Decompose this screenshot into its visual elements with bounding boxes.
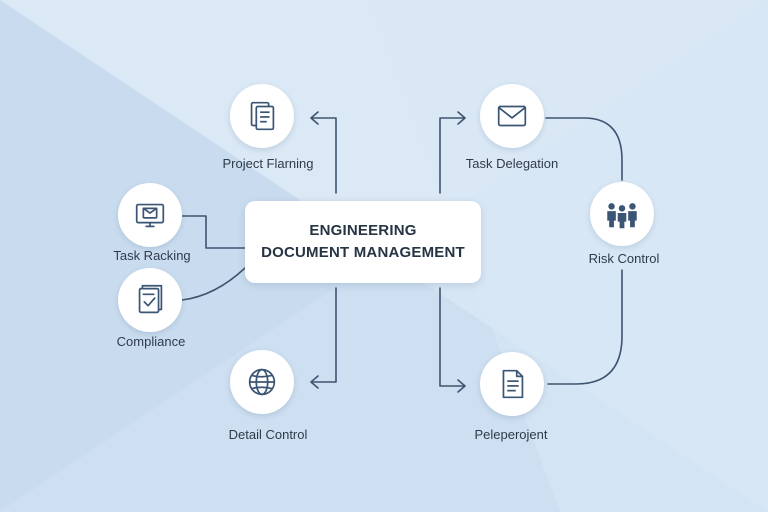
center-title-line1: ENGINEERING <box>309 222 417 239</box>
globe-icon <box>248 368 276 396</box>
document-icon <box>502 369 524 399</box>
node-peleperojent[interactable] <box>480 352 544 416</box>
people-group-icon <box>607 203 637 229</box>
monitor-mail-icon <box>135 203 165 228</box>
envelope-icon <box>497 105 527 127</box>
checklist-icon <box>138 284 163 314</box>
document-list-icon <box>250 101 275 131</box>
node-compliance[interactable] <box>118 268 182 332</box>
connector-detail-control <box>311 287 337 383</box>
label-project-planning: Project Flarning <box>222 156 314 171</box>
arrowhead-peleperojent <box>457 379 466 393</box>
center-title-box: ENGINEERING DOCUMENT MANAGEMENT <box>245 201 481 283</box>
connector-risk-peleperojent <box>547 269 623 385</box>
arrowhead-project-planning <box>310 111 319 125</box>
connector-peleperojent <box>439 287 465 387</box>
connector-task-delegation <box>439 117 465 194</box>
node-project-planning[interactable] <box>230 84 294 148</box>
node-detail-control[interactable] <box>230 350 294 414</box>
node-task-tracking[interactable] <box>118 183 182 247</box>
label-risk-control: Risk Control <box>588 251 660 266</box>
arrowhead-task-delegation <box>457 111 466 125</box>
arrowhead-detail-control <box>310 375 319 389</box>
label-peleperojent: Peleperojent <box>474 427 548 442</box>
label-compliance: Compliance <box>116 334 186 349</box>
connector-task-tracking <box>175 215 246 249</box>
connector-delegation-risk <box>545 117 623 181</box>
node-risk-control[interactable] <box>590 182 654 246</box>
label-detail-control: Detail Control <box>228 427 308 442</box>
label-task-delegation: Task Delegation <box>465 156 559 171</box>
node-task-delegation[interactable] <box>480 84 544 148</box>
connector-project-planning <box>311 117 337 194</box>
center-title-line2: DOCUMENT MANAGEMENT <box>261 244 465 261</box>
label-task-tracking: Task Racking <box>113 248 191 263</box>
connector-compliance <box>181 267 246 301</box>
